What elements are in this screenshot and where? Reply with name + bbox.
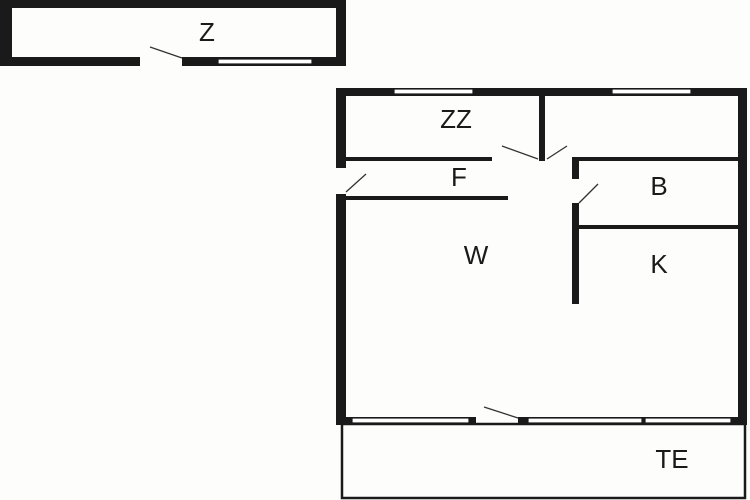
window [393,88,474,95]
window [351,417,470,424]
room-label-f: F [451,162,467,192]
window [527,417,643,424]
door-swing [546,145,568,160]
door-swing [578,183,599,204]
main-house [336,88,747,500]
room-label-b: B [650,171,667,201]
room-label-zz: ZZ [440,104,472,134]
room-label-k: K [650,249,668,279]
room-label-te: TE [655,444,688,474]
window [217,58,313,65]
door-swing [149,46,183,59]
door-swing [501,145,539,160]
building-z [0,0,346,66]
terrace-outline [340,422,747,500]
room-label-z: Z [199,17,215,47]
window [644,417,732,424]
room-label-w: W [464,240,489,270]
door-swing [345,173,367,193]
door-swing [483,406,519,419]
window [611,88,692,95]
